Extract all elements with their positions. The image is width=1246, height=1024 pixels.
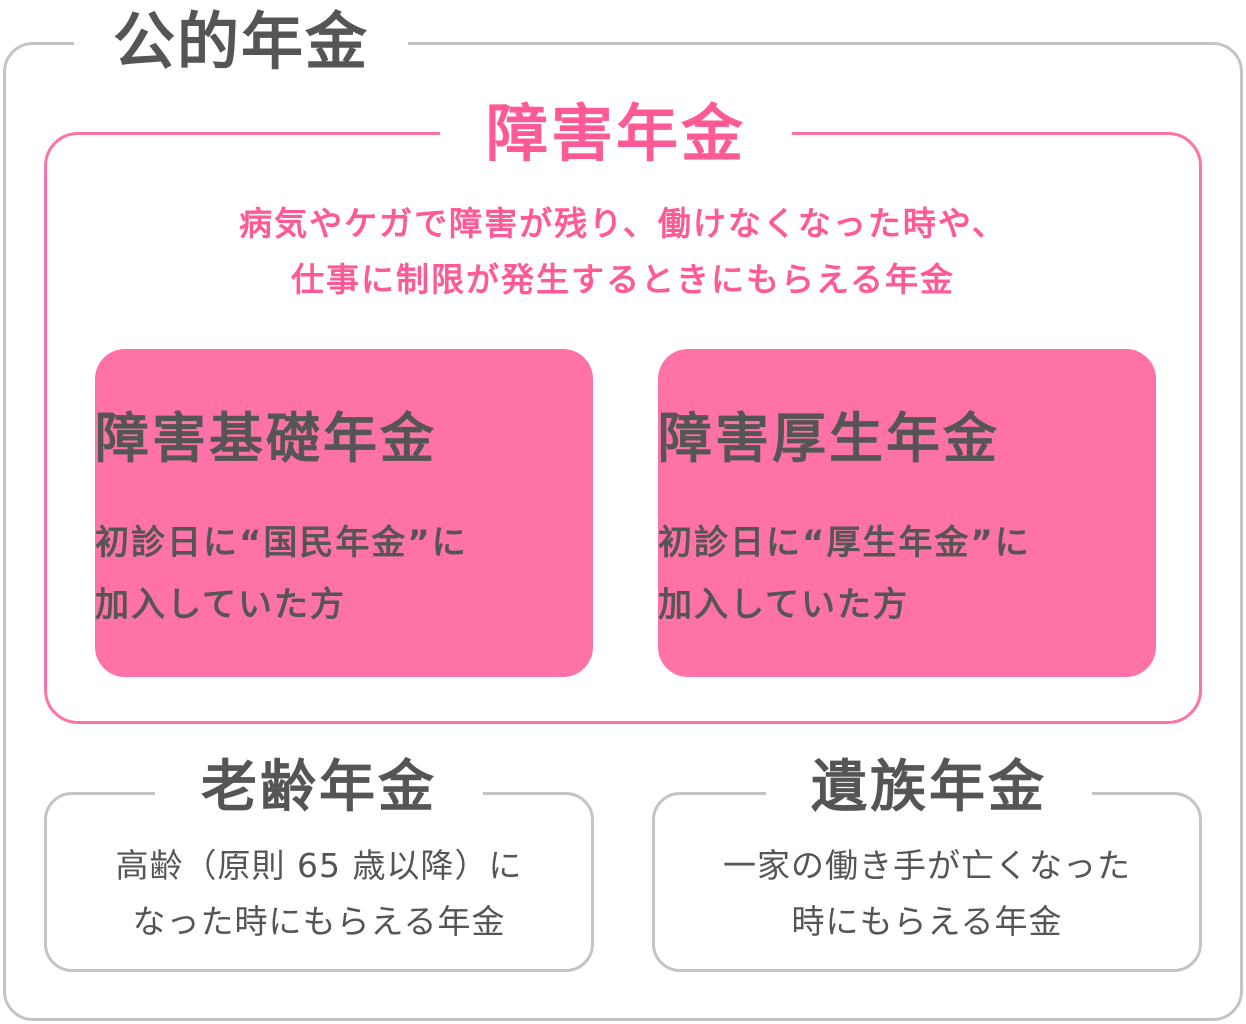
old-age-pension-title: 老齢年金 [155,752,483,824]
public-pension-title: 公的年金 [74,4,408,80]
disability-basic-line1: 初診日に“国民年金”に [95,523,468,563]
disability-kosei-card [658,349,1156,677]
disability-pension-description: 病気やケガで障害が残り、働けなくなった時や、 仕事に制限が発生するときにもらえる… [0,196,1246,308]
survivor-line2: 時にもらえる年金 [791,902,1063,941]
old-age-pension-description: 高齢（原則 65 歳以降）に なった時にもらえる年金 [44,838,594,950]
disability-desc-line1: 病気やケガで障害が残り、働けなくなった時や、 [239,204,1007,243]
disability-kosei-line2: 加入していた方 [658,585,909,625]
disability-desc-line2: 仕事に制限が発生するときにもらえる年金 [290,260,955,299]
disability-kosei-title: 障害厚生年金 [658,407,1000,470]
disability-pension-title: 障害年金 [440,96,792,172]
old-age-line2: なった時にもらえる年金 [132,902,506,941]
survivor-pension-description: 一家の働き手が亡くなった 時にもらえる年金 [652,838,1202,950]
disability-basic-card [95,349,593,677]
survivor-line1: 一家の働き手が亡くなった [723,846,1131,885]
disability-basic-line2: 加入していた方 [95,585,346,625]
disability-kosei-description: 初診日に“厚生年金”に 加入していた方 [658,512,1156,636]
public-pension-frame [3,42,1243,1021]
disability-basic-title: 障害基礎年金 [95,407,437,470]
old-age-line1: 高齢（原則 65 歳以降）に [115,846,523,885]
survivor-pension-title: 遺族年金 [766,752,1092,824]
disability-basic-description: 初診日に“国民年金”に 加入していた方 [95,512,593,636]
disability-kosei-line1: 初診日に“厚生年金”に [658,523,1031,563]
